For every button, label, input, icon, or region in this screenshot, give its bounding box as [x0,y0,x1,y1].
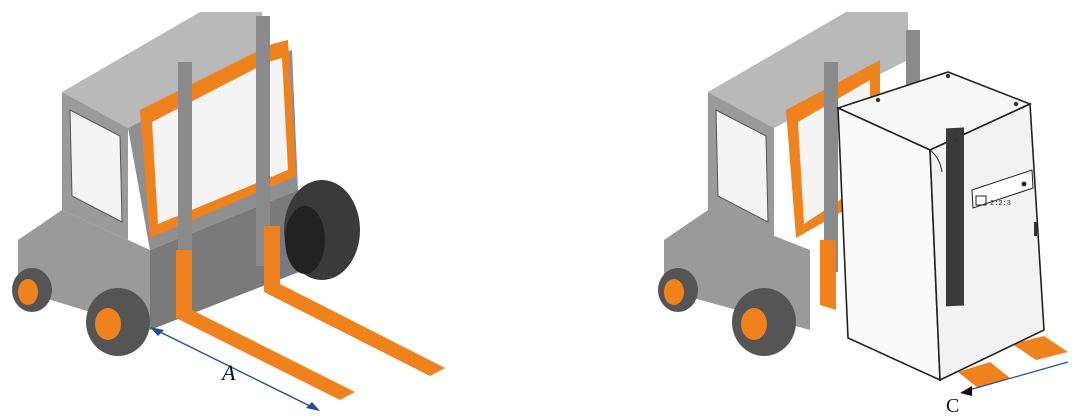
cabinet-front [838,108,940,380]
cabinet-screw [954,138,958,142]
forklift-front-tire-face [285,206,325,274]
dimension-a-arrow-start [150,327,164,336]
dimension-c-label: C [946,395,959,416]
forklift-front-hub [95,308,121,340]
dimension-c-arrow [960,386,972,396]
cabinet-indicator [1022,182,1027,187]
forklift-mast-left [178,62,192,272]
forklift-left: A [12,12,445,411]
cabinet-handle [1034,222,1037,236]
dimension-a-arrow-end [306,402,320,411]
forklift-right: 2:2:3 C [658,12,1068,416]
forklift2-rear-hub [664,279,684,305]
fork2-left-upright [820,240,836,310]
forklift2-mast-right [906,30,920,90]
cabinet-vent-grille [946,127,964,306]
cabinet-screen-text: 2:2:3 [990,200,1011,208]
energy-storage-cabinet: 2:2:3 [838,72,1044,380]
dimension-a-label: A [220,360,236,385]
forklift-rear-hub [18,279,38,305]
cabinet-screw [876,98,880,102]
cabinet-screw [946,74,950,78]
forklift2-front-hub [741,308,767,340]
cabinet-screw [1014,102,1018,106]
